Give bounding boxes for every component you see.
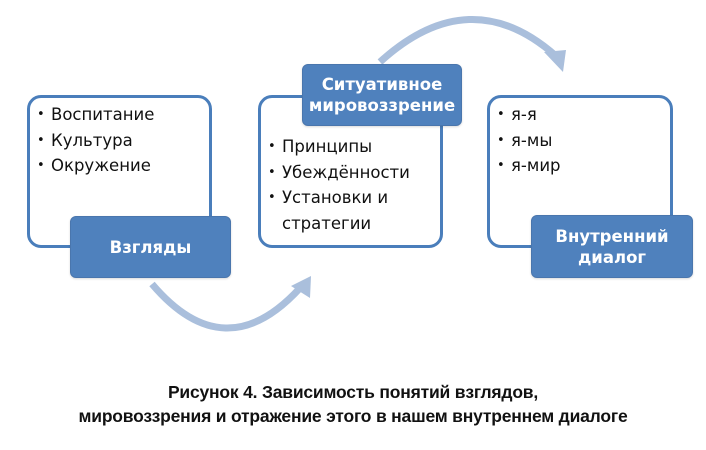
bullet-icon: • bbox=[37, 107, 45, 122]
list-item: •Принципы bbox=[267, 134, 439, 160]
list-item: •я-мы bbox=[496, 128, 561, 154]
bullet-icon: • bbox=[37, 132, 45, 148]
block-views-title: Взгляды bbox=[70, 216, 231, 278]
figure-caption: Рисунок 4. Зависимость понятий взглядов,… bbox=[0, 380, 706, 428]
caption-line-1: Рисунок 4. Зависимость понятий взглядов, bbox=[167, 382, 539, 402]
block-worldview: •Принципы •Убеждённости •Установки и стр… bbox=[258, 95, 443, 248]
list-item: •Установки и стратегии bbox=[267, 185, 407, 236]
block-views-list: •Воспитание •Культура •Окружение bbox=[36, 102, 154, 179]
list-item: •Окружение bbox=[36, 153, 154, 179]
bullet-icon: • bbox=[268, 190, 276, 205]
arrow-bottom-block1-to-block2 bbox=[149, 276, 311, 332]
bullet-icon: • bbox=[268, 139, 276, 154]
bullet-icon: • bbox=[497, 158, 505, 173]
block-inner-dialogue-list: •я-я •я-мы •я-мир bbox=[496, 102, 561, 179]
bullet-icon: • bbox=[497, 132, 505, 148]
list-item: •Убеждённости bbox=[267, 160, 439, 186]
bullet-icon: • bbox=[497, 107, 505, 122]
list-item: •я-я bbox=[496, 102, 561, 128]
bullet-icon: • bbox=[268, 164, 276, 180]
block-worldview-title: Ситуативное мировоззрение bbox=[302, 64, 462, 126]
bullet-icon: • bbox=[37, 158, 45, 173]
block-inner-dialogue-title: Внутренний диалог bbox=[531, 215, 693, 278]
block-worldview-list: •Принципы •Убеждённости •Установки и стр… bbox=[267, 134, 439, 236]
arrow-top-block2-to-block3 bbox=[377, 15, 566, 72]
caption-line-2: мировоззрения и отражение этого в нашем … bbox=[78, 406, 628, 426]
list-item: •Культура bbox=[36, 128, 154, 154]
list-item: •я-мир bbox=[496, 153, 561, 179]
list-item: •Воспитание bbox=[36, 102, 154, 128]
